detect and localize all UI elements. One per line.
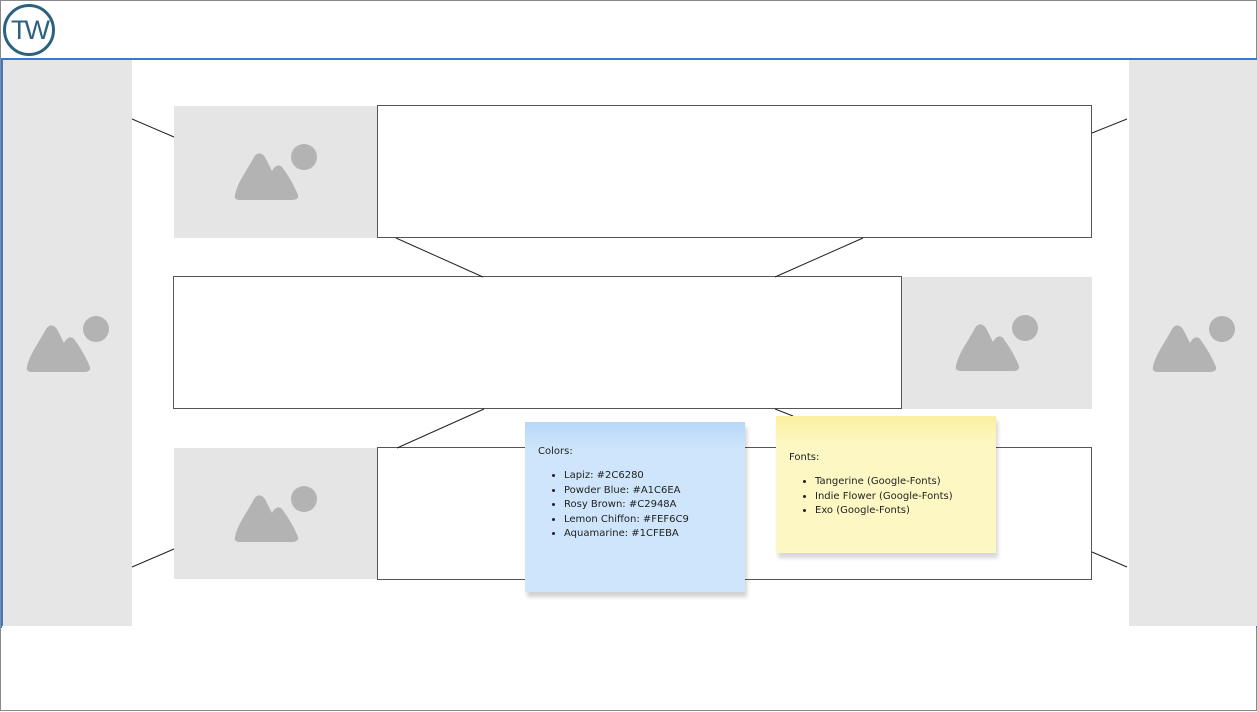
image-placeholder-icon	[26, 316, 109, 372]
list-item: Rosy Brown: #C2948A	[564, 498, 733, 513]
row2-image-placeholder	[902, 277, 1092, 409]
list-item: Exo (Google-Fonts)	[815, 504, 984, 519]
image-placeholder-icon	[234, 485, 317, 542]
logo[interactable]: TW	[2, 3, 56, 57]
fonts-sticky-note[interactable]: Fonts: Tangerine (Google-Fonts) Indie Fl…	[776, 416, 996, 553]
logo-text: TW	[11, 15, 50, 45]
fonts-list: Tangerine (Google-Fonts) Indie Flower (G…	[789, 475, 984, 519]
fonts-note-title: Fonts:	[789, 452, 820, 463]
list-item: Powder Blue: #A1C6EA	[564, 484, 733, 499]
right-side-image	[1129, 60, 1257, 626]
list-item: Lapiz: #2C6280	[564, 469, 733, 484]
row2-content-box	[173, 276, 902, 409]
colors-sticky-note[interactable]: Colors: Lapiz: #2C6280 Powder Blue: #A1C…	[525, 422, 745, 592]
row1-image-placeholder	[174, 106, 378, 238]
row1-content-box	[377, 105, 1092, 238]
colors-list: Lapiz: #2C6280 Powder Blue: #A1C6EA Rosy…	[538, 469, 733, 542]
image-placeholder-icon	[1152, 316, 1235, 372]
header: TW	[2, 2, 1256, 58]
tw-logo-icon: TW	[3, 4, 55, 56]
left-side-image	[3, 60, 132, 626]
list-item: Tangerine (Google-Fonts)	[815, 475, 984, 490]
list-item: Lemon Chiffon: #FEF6C9	[564, 513, 733, 528]
row3-image-placeholder	[174, 448, 378, 579]
list-item: Indie Flower (Google-Fonts)	[815, 490, 984, 505]
colors-note-title: Colors:	[538, 446, 573, 457]
image-placeholder-icon	[955, 315, 1038, 371]
footer	[2, 626, 1256, 710]
list-item: Aquamarine: #1CFEBA	[564, 527, 733, 542]
image-placeholder-icon	[234, 144, 317, 200]
